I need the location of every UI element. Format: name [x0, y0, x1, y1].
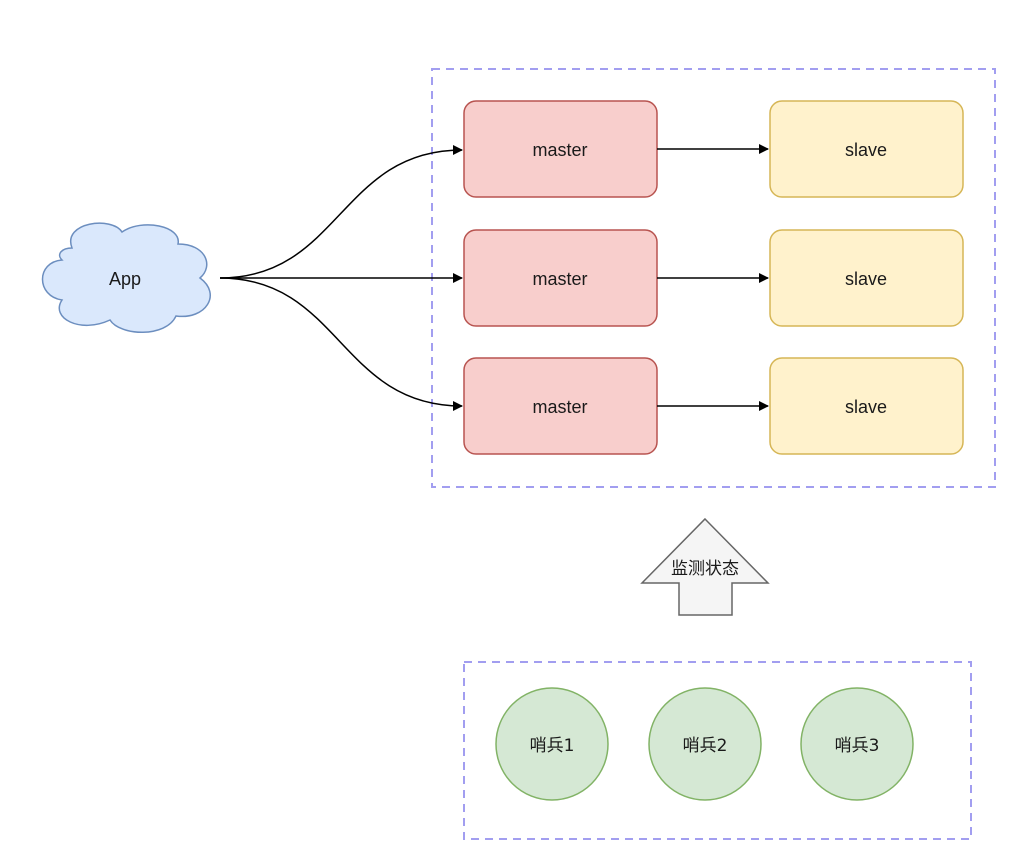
sentinel-label: 哨兵2: [683, 736, 728, 756]
monitor-status-arrow: 监测状态: [640, 517, 770, 616]
master-node-2[interactable]: master: [463, 229, 658, 327]
arrow-up-icon: [640, 517, 770, 616]
slave-node-3[interactable]: slave: [769, 357, 964, 455]
sentinel-group-border: [463, 661, 972, 840]
sentinel-label: 哨兵1: [530, 736, 575, 756]
app-label: App: [109, 269, 141, 289]
connector-app-master-3: [219, 277, 463, 411]
monitor-status-label: 监测状态: [671, 559, 739, 579]
app-node[interactable]: App: [41, 222, 211, 333]
sentinel-node-2[interactable]: 哨兵2: [648, 687, 762, 801]
slave-label: slave: [845, 397, 887, 417]
sentinel-node-3[interactable]: 哨兵3: [800, 687, 914, 801]
slave-label: slave: [845, 269, 887, 289]
slave-node-2[interactable]: slave: [769, 229, 964, 327]
slave-node-1[interactable]: slave: [769, 100, 964, 198]
sentinel-label: 哨兵3: [835, 736, 880, 756]
master-node-3[interactable]: master: [463, 357, 658, 455]
slave-label: slave: [845, 140, 887, 160]
cloud-icon: [41, 222, 211, 333]
master-node-1[interactable]: master: [463, 100, 658, 198]
sentinel-node-1[interactable]: 哨兵1: [495, 687, 609, 801]
master-label: master: [532, 397, 587, 417]
connector-app-master-1: [219, 145, 463, 279]
master-label: master: [532, 269, 587, 289]
master-label: master: [532, 140, 587, 160]
